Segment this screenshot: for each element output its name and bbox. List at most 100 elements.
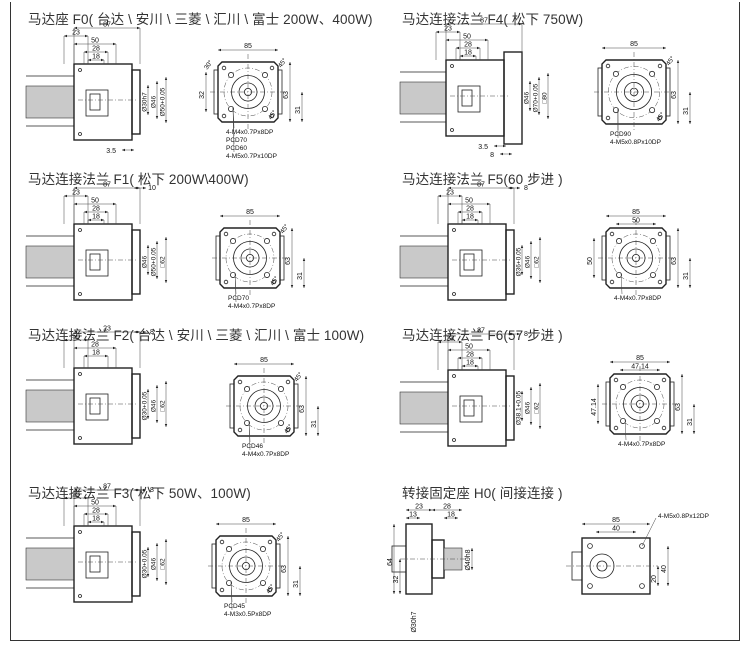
adapter-body	[405, 523, 433, 595]
bore-outline	[459, 395, 483, 423]
bolt-hole	[226, 579, 233, 586]
arrowhead	[286, 593, 290, 596]
callout-label: 4-M5x0.8Px10DP	[610, 139, 661, 146]
screw-mark	[452, 292, 456, 296]
dimension-label: 40	[612, 526, 620, 533]
arrowhead	[164, 424, 168, 427]
bolt-hole	[259, 546, 266, 553]
arrowhead	[300, 119, 304, 122]
bore-outline	[85, 89, 109, 117]
arrowhead	[74, 26, 77, 30]
mount-hole	[237, 379, 243, 385]
dimension-label: 85	[636, 355, 644, 362]
arrowhead	[288, 62, 292, 65]
arrowhead	[538, 280, 542, 283]
mount-hole	[223, 231, 229, 237]
arrowhead	[143, 488, 146, 492]
arrowhead	[417, 516, 420, 520]
arrowhead	[477, 46, 480, 50]
mount-hole	[285, 427, 291, 433]
arrowhead	[74, 42, 77, 46]
mount-plate	[505, 229, 515, 295]
dimension-label: Ø50+0.05	[151, 247, 158, 276]
callout-label: PCD46	[242, 443, 263, 450]
arrowhead	[688, 258, 692, 261]
flange-body	[73, 63, 133, 141]
arrowhead	[663, 214, 666, 218]
arrowhead	[84, 50, 87, 54]
arrowhead	[692, 431, 696, 434]
dimension-label: Ø30h7	[411, 611, 418, 632]
arrowhead	[503, 144, 506, 148]
arrowhead	[432, 508, 435, 512]
arrowhead	[105, 50, 108, 54]
arrowhead	[164, 280, 168, 283]
dimension-label: □80	[542, 92, 549, 104]
arrowhead	[146, 574, 150, 577]
arrowhead	[676, 60, 680, 63]
callout-label: 4-M4x0.7Px8DP	[614, 295, 661, 302]
dimension-label: 18	[92, 54, 100, 61]
mount-plate	[131, 229, 141, 295]
arrowhead	[88, 58, 91, 62]
dimension-label: 18	[92, 214, 100, 221]
arrowhead	[298, 593, 302, 596]
mount-plate	[131, 69, 141, 135]
arrowhead	[105, 354, 108, 358]
dimension-label: 8	[150, 487, 154, 494]
callout-label: 4-M4x0.7Px8DP	[226, 129, 273, 136]
arrowhead	[520, 245, 524, 248]
arrowhead	[146, 389, 150, 392]
callout-label: PCD60	[226, 145, 247, 152]
mount-hole	[221, 113, 227, 119]
bolt-hole	[616, 238, 623, 245]
callout-label: 4-M3x0.5Px8DP	[224, 611, 271, 618]
mount-hole	[613, 425, 619, 431]
arrowhead	[146, 112, 150, 115]
arrowhead	[300, 92, 304, 95]
arrowhead	[113, 346, 116, 350]
mount-hole	[657, 115, 663, 121]
arrowhead	[656, 566, 660, 569]
dimension-label: 50	[91, 198, 99, 205]
arrowhead	[164, 120, 168, 123]
bolt-hole	[277, 386, 284, 393]
dimension-label: 18	[466, 360, 474, 367]
arrowhead	[220, 214, 223, 218]
arrowhead	[304, 376, 308, 379]
dimension-label: 32	[393, 576, 400, 584]
dimension-label: 63	[671, 257, 678, 265]
arrowhead	[529, 276, 533, 279]
arrowhead	[164, 77, 168, 80]
dimension-label: 63	[299, 405, 306, 413]
dimension-label: 28	[92, 508, 100, 515]
dimension-label: Ø50+0.05	[160, 87, 167, 116]
arrowhead	[113, 504, 116, 508]
screw-mark	[452, 438, 456, 442]
flange-body	[73, 223, 133, 301]
mount-hole	[271, 279, 277, 285]
leader-line	[230, 580, 233, 611]
arrowhead	[688, 121, 692, 124]
panel-title: 转接固定座 H0( 间接连接 )	[402, 486, 563, 501]
pcd-circle	[608, 66, 660, 118]
dimension-label: Ø46	[525, 255, 532, 268]
arrowhead	[653, 222, 656, 226]
arrowhead	[137, 330, 140, 334]
mount-hole	[609, 231, 615, 237]
dimension-label: 31	[297, 272, 304, 280]
arrowhead	[146, 272, 150, 275]
arrowhead	[155, 241, 159, 244]
dimension-label: 85	[260, 357, 268, 364]
arrowhead	[692, 404, 696, 407]
shaft-section	[25, 245, 75, 279]
arrowhead	[134, 488, 137, 492]
panel-f2: 马达连接法兰 F2( 台达 \ 安川 \ 三菱 \ 汇川 \ 富士 100W) …	[12, 318, 372, 478]
screw-mark	[78, 228, 82, 232]
arrowhead	[538, 383, 542, 386]
arrowhead	[155, 543, 159, 546]
mount-hole	[271, 231, 277, 237]
dimension-label: 50	[465, 344, 473, 351]
arrowhead	[290, 285, 294, 288]
